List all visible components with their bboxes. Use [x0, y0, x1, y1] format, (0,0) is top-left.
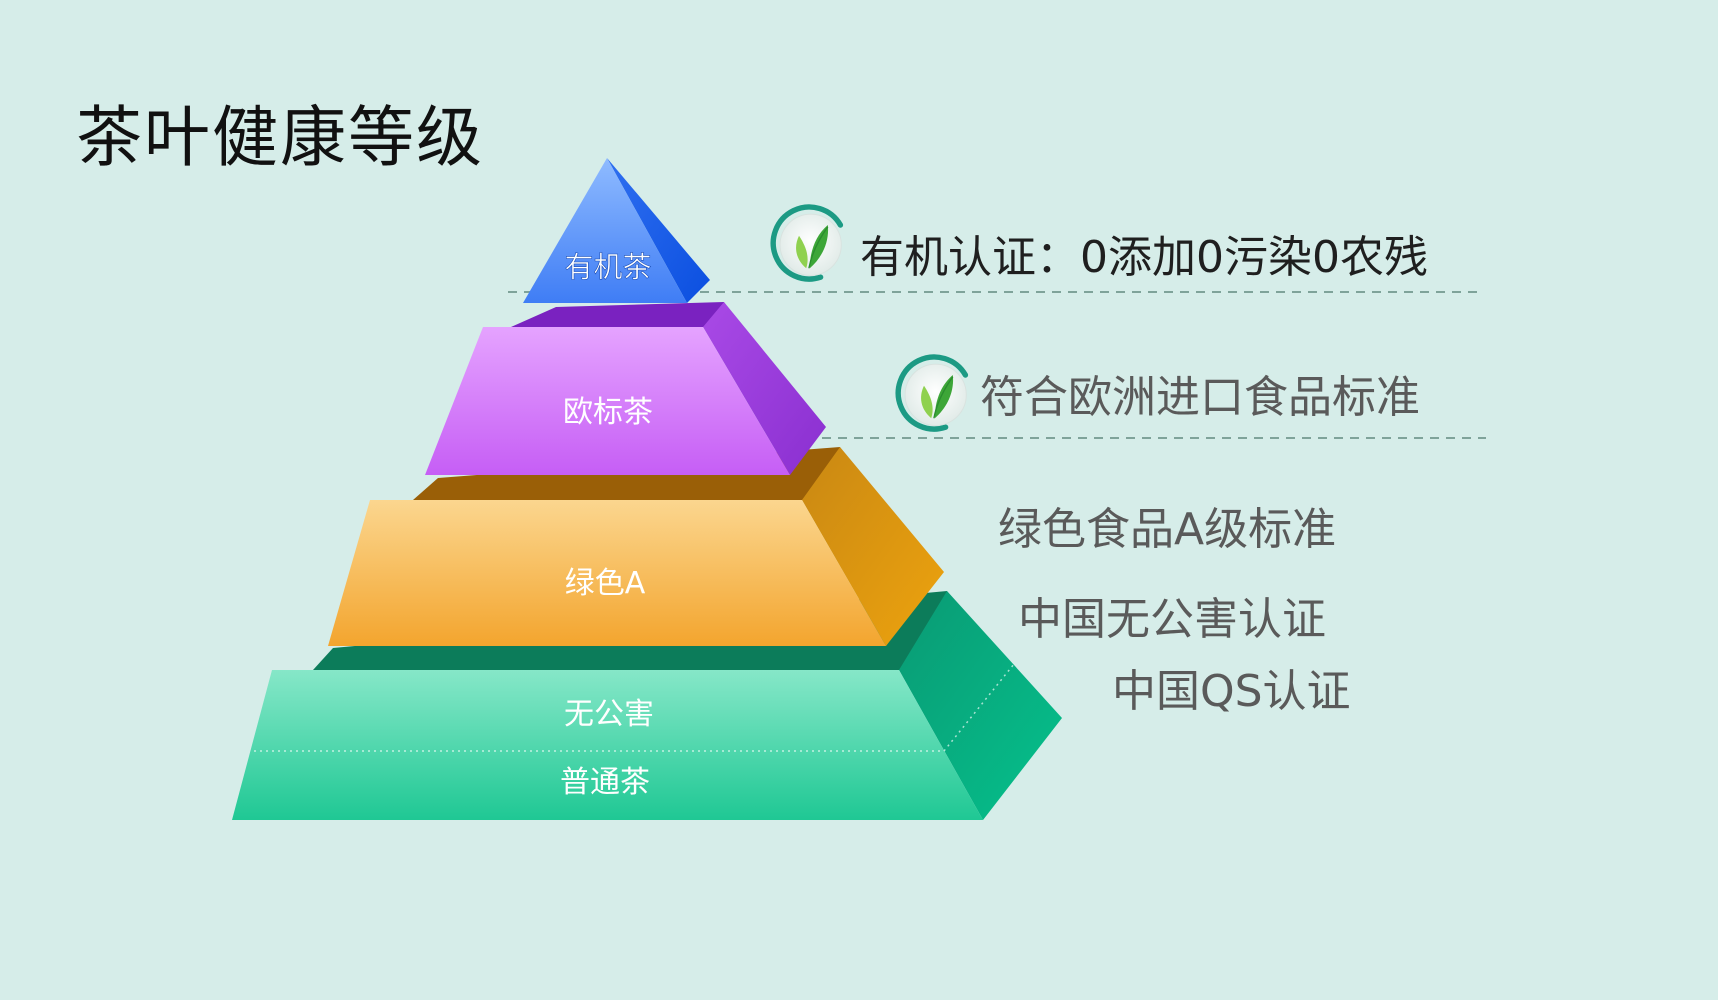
tea-leaf-badge-icon [773, 207, 841, 279]
tier-label: 无公害 [564, 697, 654, 732]
tea-leaf-badge-icon [898, 357, 966, 429]
tier-description-organic: 有机认证：0添加0污染0农残 [860, 232, 1428, 283]
pyramid-tier-green-a [328, 447, 944, 646]
tier-description-ordinary: 中国QS认证 [1112, 666, 1351, 717]
page-title: 茶叶健康等级 [76, 99, 484, 176]
tier-description-green-a: 绿色食品A级标准 [998, 504, 1337, 555]
tier-description-eu-standard: 符合欧洲进口食品标准 [980, 372, 1420, 423]
pyramid-tier-organic [523, 158, 710, 303]
pyramid-tier-eu-standard [425, 302, 826, 475]
tier-label: 普通茶 [560, 765, 650, 800]
tier-label: 欧标茶 [563, 395, 653, 430]
tier-description-pollution-free: 中国无公害认证 [1018, 594, 1326, 645]
tier-label: 有机茶 [564, 250, 651, 284]
tier-label: 绿色A [565, 566, 646, 601]
